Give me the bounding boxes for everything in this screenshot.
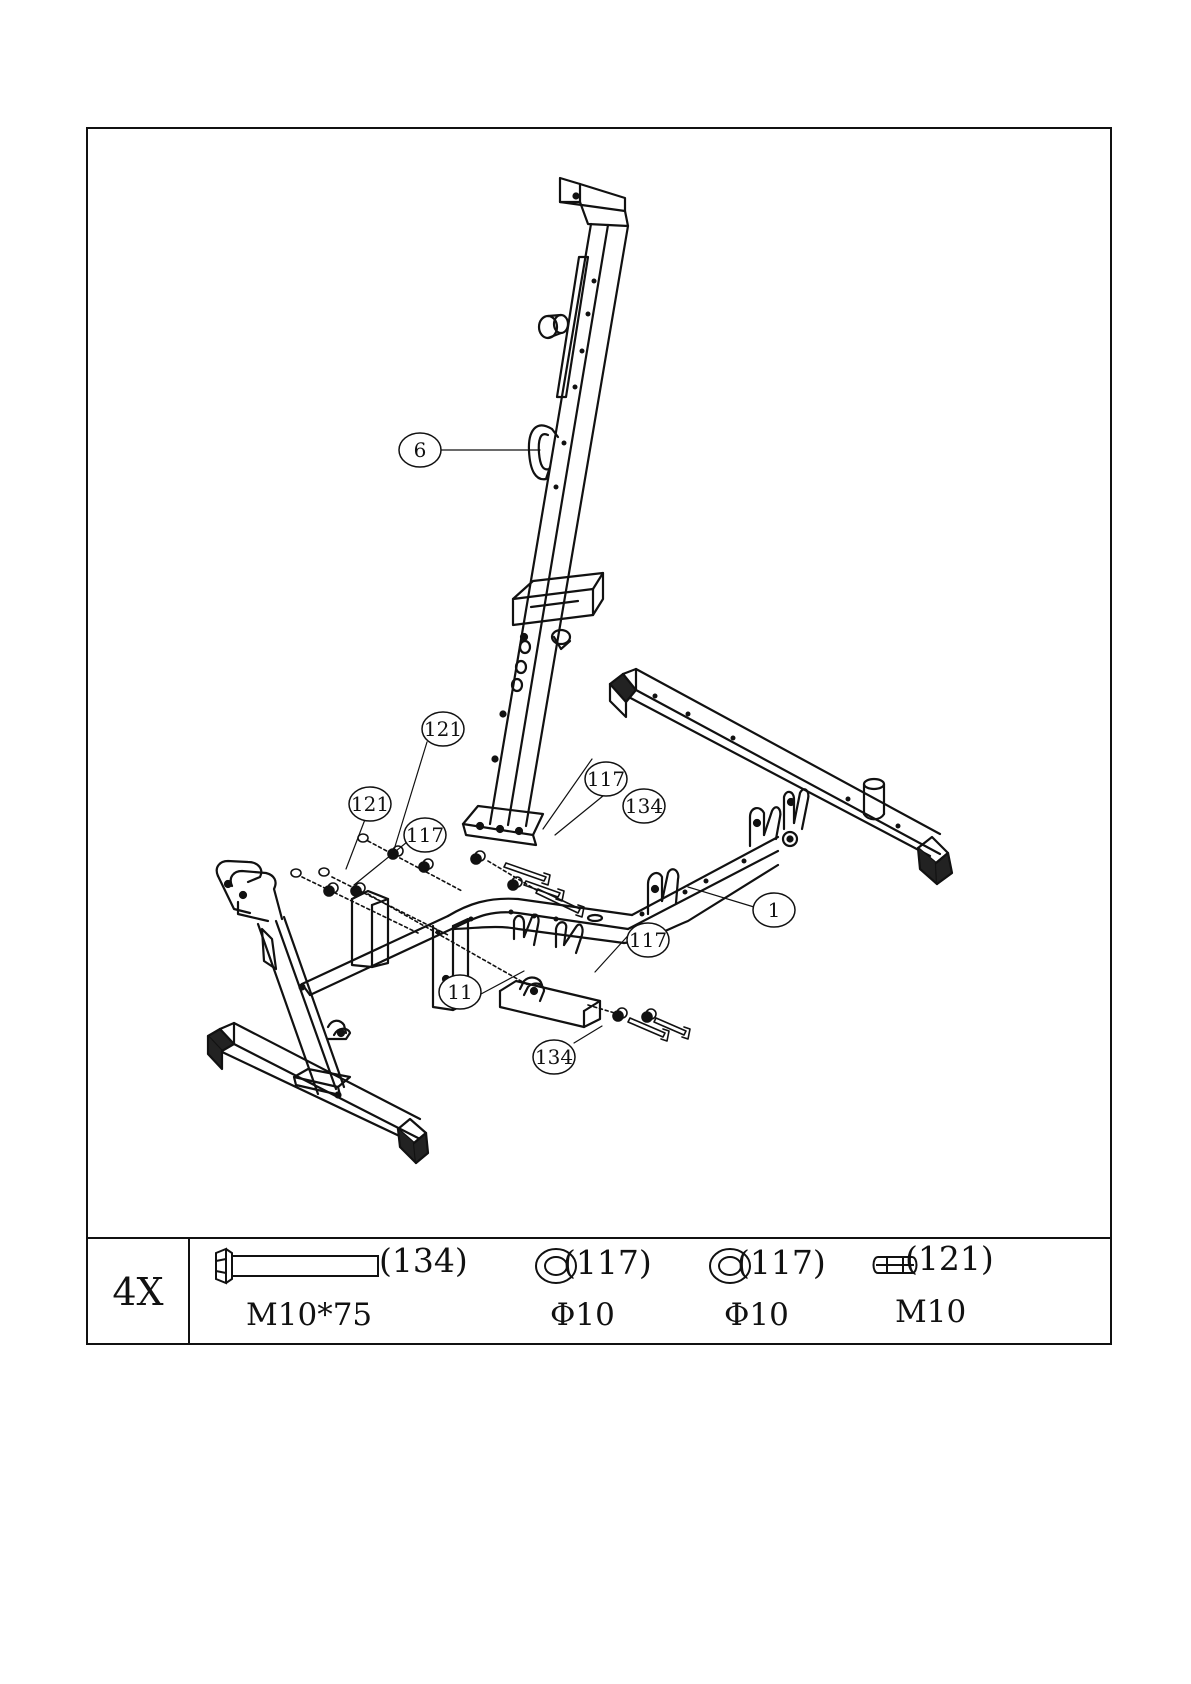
callout-11: 11 [439,975,481,1009]
pop-pin-icon [539,315,568,338]
main-frame [302,807,780,1010]
callout-134-upper: 134 [623,789,665,823]
callout-117-upper: 117 [585,762,627,796]
svg-text:121: 121 [424,717,462,741]
callout-117-lower: 117 [627,923,669,957]
svg-text:11: 11 [447,980,472,1004]
hardware-code-washer-1: (117) [563,1243,652,1282]
right-foot-bar [610,669,952,884]
callout-6: 6 [399,433,441,467]
hardware-spec-washer-2: Φ10 [724,1297,789,1333]
hardware-code-nut: (121) [905,1239,994,1278]
hardware-quantity: 4X [88,1239,190,1345]
svg-text:117: 117 [587,767,625,791]
assembly-drawing: 6 121 117 134 121 117 [88,129,1110,1237]
hardware-table: 4X (134) (117) (117) [88,1237,1110,1345]
bracket-part-11 [500,978,600,1027]
hardware-spec-nut: M10 [895,1294,966,1330]
svg-text:134: 134 [535,1045,573,1069]
callout-117-left: 117 [404,818,446,852]
hardware-spec-bolt: M10*75 [246,1297,372,1333]
hardware-spec-washer-1: Φ10 [550,1297,615,1333]
callout-121-upper: 121 [422,712,464,746]
bolt-icon [216,1249,378,1283]
svg-text:117: 117 [406,823,444,847]
callout-134-lower: 134 [533,1040,575,1074]
callout-1: 1 [753,893,795,927]
callout-leaders [346,450,754,1043]
left-upright [208,861,428,1163]
hardware-code-bolt: (134) [379,1241,468,1280]
svg-text:117: 117 [629,928,667,952]
svg-text:121: 121 [351,792,389,816]
hardware-code-washer-2: (117) [737,1243,826,1282]
svg-text:6: 6 [414,438,427,462]
assembly-frame: 6 121 117 134 121 117 [86,127,1112,1345]
upright-post [463,178,628,845]
svg-text:1: 1 [768,898,781,922]
callout-121-left: 121 [349,787,391,821]
svg-text:134: 134 [625,794,663,818]
